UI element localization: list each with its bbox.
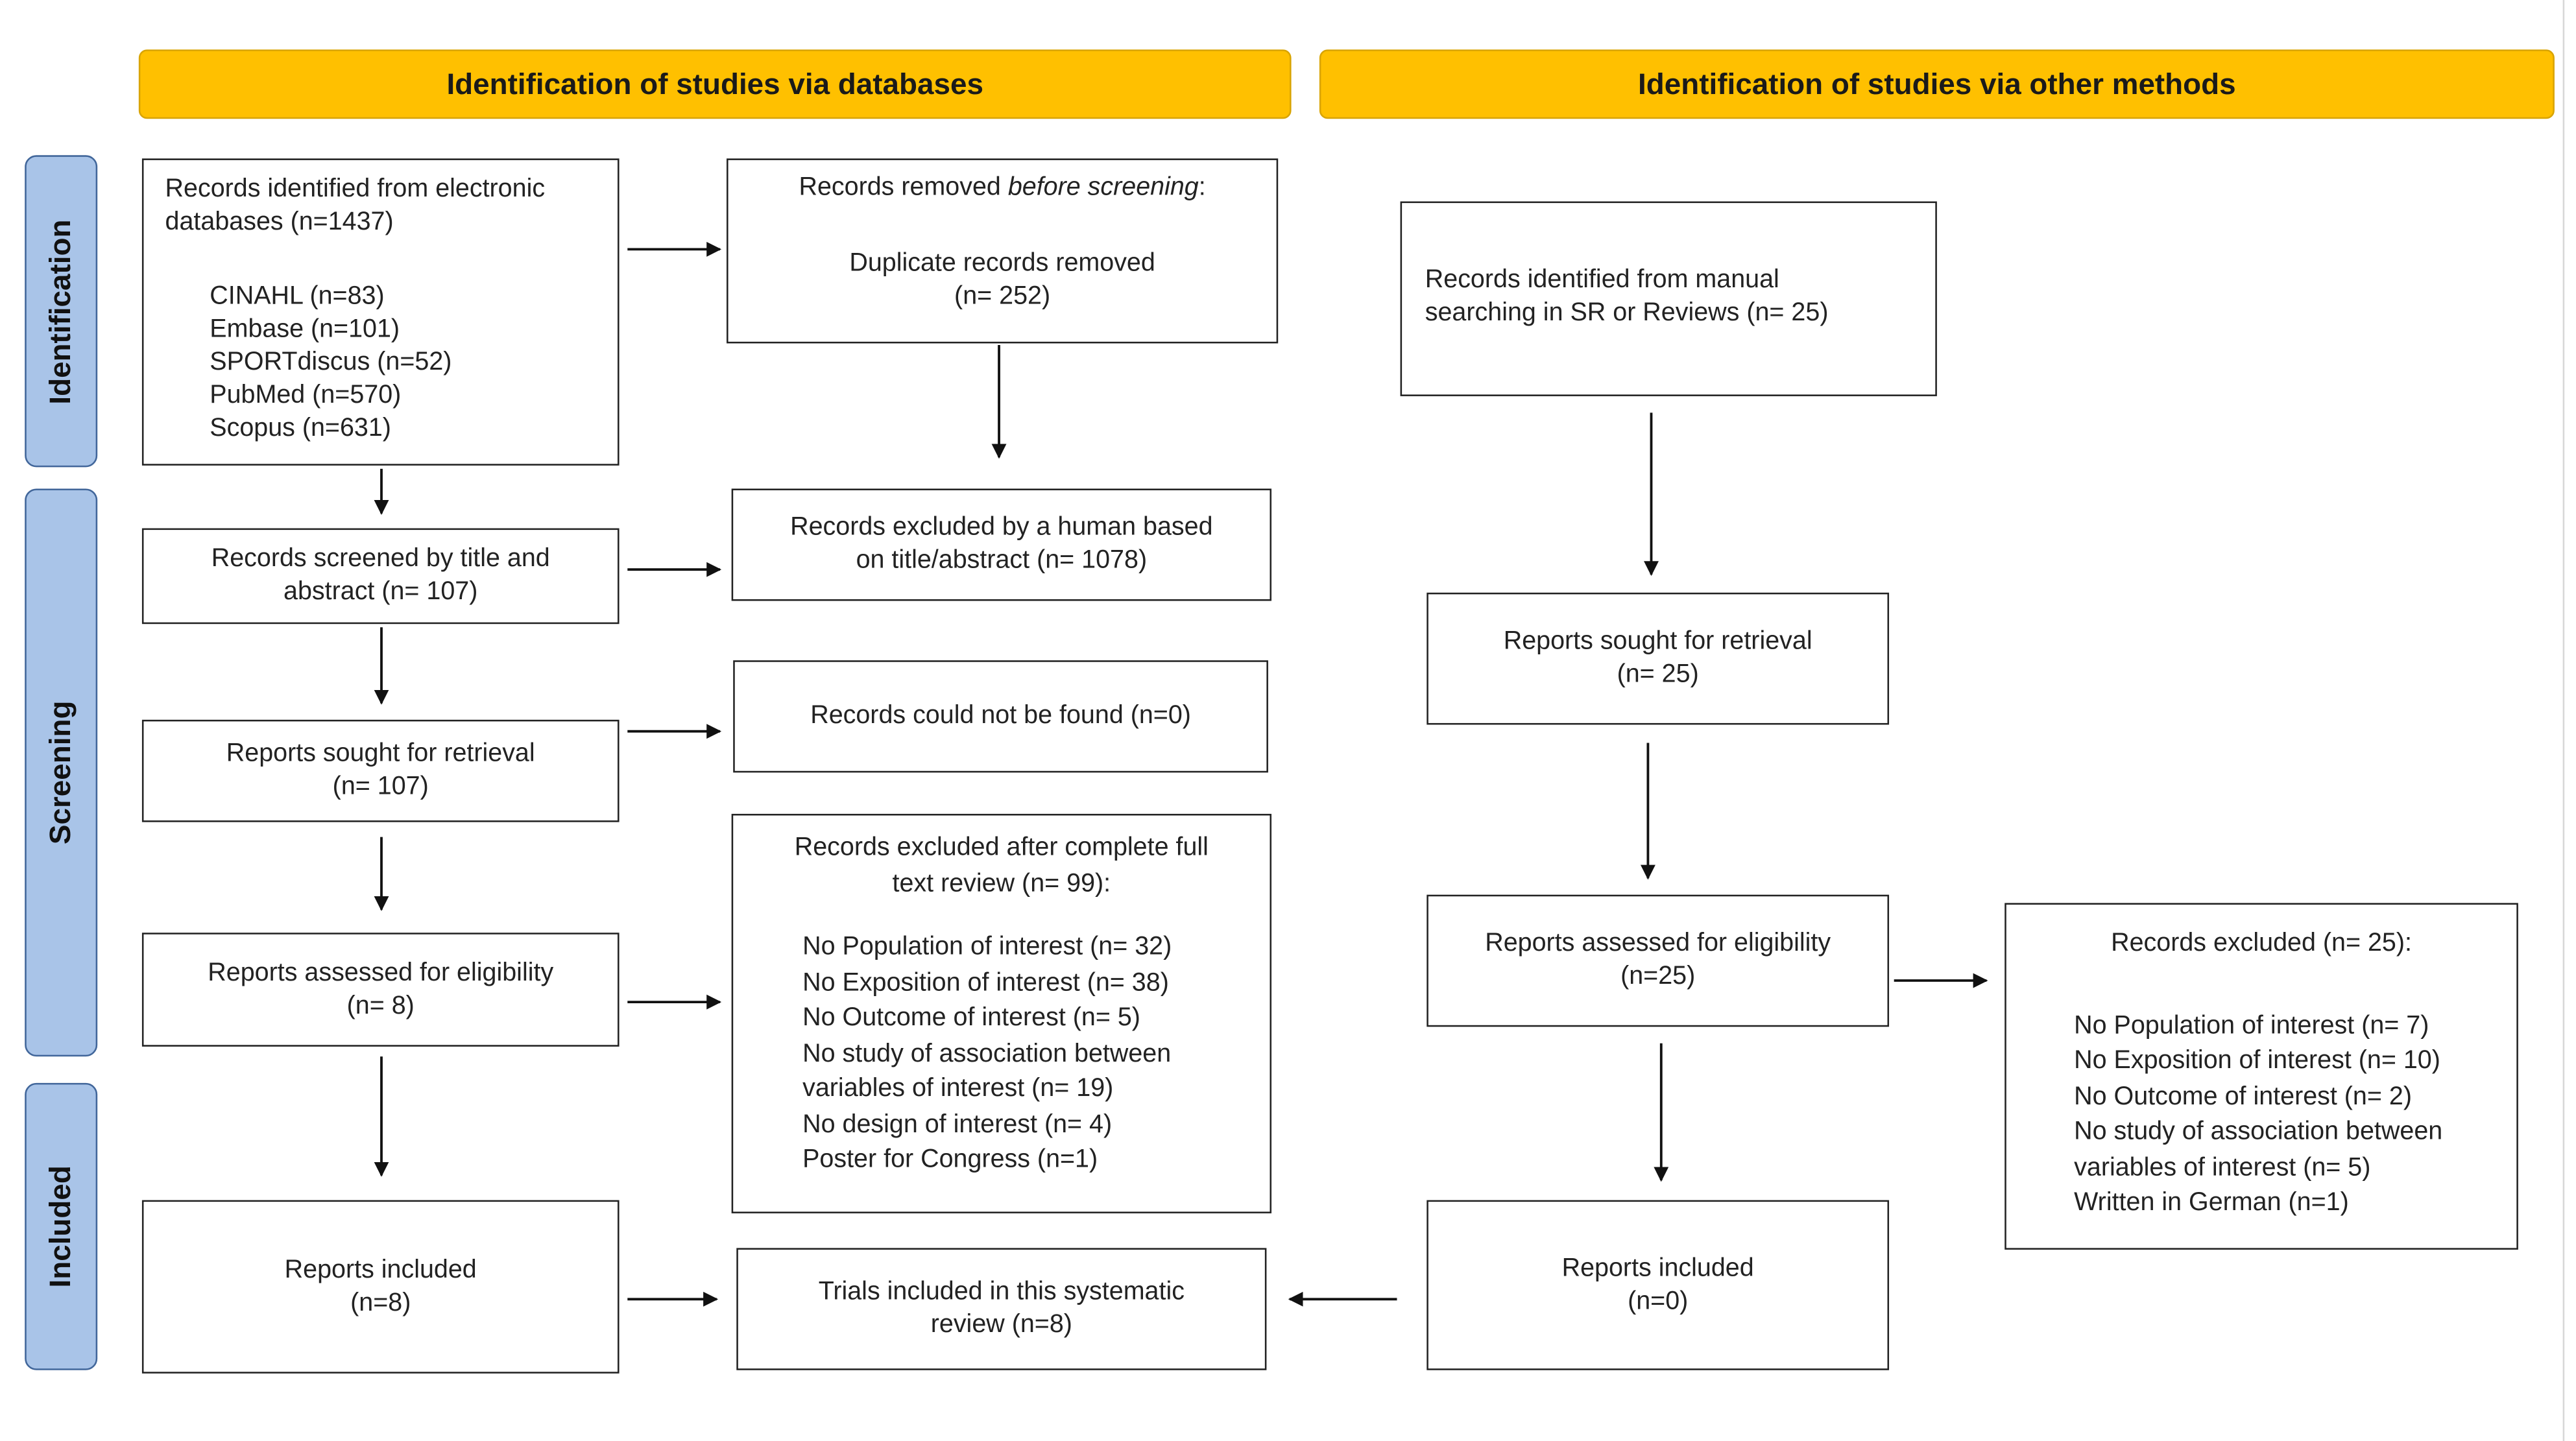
stage-identification: Identification [25, 155, 98, 468]
assessed-db-line1: Reports assessed for eligibility [208, 958, 554, 986]
excluded-full-line1: Records excluded after complete full [794, 833, 1209, 862]
excluded-other-reason: Written in German (n=1) [2074, 1188, 2349, 1217]
db-source-cinahl: CINAHL (n=83) [210, 282, 385, 311]
db-source-scopus: Scopus (n=631) [210, 414, 391, 443]
removed-line3: (n= 252) [954, 282, 1051, 311]
box-excluded-full: Records excluded after complete full tex… [731, 813, 1272, 1213]
box-db-identified: Records identified from electronic datab… [141, 158, 620, 466]
stage-screening: Screening [25, 488, 98, 1057]
box-manual-search: Records identified from manual searching… [1400, 201, 1937, 396]
removed-line1: Records removed before screening: [799, 173, 1206, 202]
screened-line1: Records screened by title and [211, 545, 550, 573]
excluded-other-reason: No study of association between [2074, 1117, 2443, 1146]
excluded-full-reason: variables of interest (n= 19) [802, 1075, 1114, 1103]
excluded-full-reason: No Outcome of interest (n= 5) [802, 1003, 1140, 1032]
included-db-line2: (n=8) [350, 1288, 411, 1317]
box-excluded-title: Records excluded by a human based on tit… [731, 488, 1272, 601]
not-found-line1: Records could not be found (n=0) [810, 701, 1191, 730]
excluded-full-reason: No Exposition of interest (n= 38) [802, 968, 1169, 997]
db-identified-line2: databases (n=1437) [165, 208, 394, 237]
excluded-title-line1: Records excluded by a human based [790, 513, 1213, 542]
box-screened: Records screened by title and abstract (… [141, 528, 620, 625]
sought-db-line2: (n= 107) [332, 772, 429, 801]
box-sought-other: Reports sought for retrieval (n= 25) [1426, 592, 1890, 725]
manual-line1: Records identified from manual [1425, 265, 1779, 294]
box-assessed-db: Reports assessed for eligibility (n= 8) [141, 933, 620, 1047]
assessed-other-line2: (n=25) [1620, 962, 1696, 991]
excluded-other-reason: No Exposition of interest (n= 10) [2074, 1046, 2440, 1075]
sought-other-line2: (n= 25) [1617, 660, 1699, 689]
removed-line2: Duplicate records removed [849, 249, 1155, 278]
included-db-line1: Reports included [284, 1255, 477, 1284]
db-identified-line1: Records identified from electronic [165, 174, 546, 204]
included-other-line2: (n=0) [1628, 1287, 1689, 1315]
excluded-other-reason: variables of interest (n= 5) [2074, 1153, 2371, 1182]
excluded-full-reason: No Population of interest (n= 32) [802, 933, 1172, 961]
db-source-pubmed: PubMed (n=570) [210, 381, 402, 410]
assessed-db-line2: (n= 8) [346, 991, 415, 1019]
box-included-db: Reports included (n=8) [141, 1200, 620, 1374]
excluded-other-line1: Records excluded (n= 25): [2111, 929, 2412, 958]
box-assessed-other: Reports assessed for eligibility (n=25) [1426, 894, 1890, 1027]
stage-included: Included [25, 1082, 98, 1370]
screened-line2: abstract (n= 107) [283, 577, 478, 606]
sought-db-line1: Reports sought for retrieval [226, 739, 535, 768]
header-databases: Identification of studies via databases [138, 49, 1292, 119]
excluded-full-line2: text review (n= 99): [892, 869, 1111, 898]
header-other-methods: Identification of studies via other meth… [1319, 49, 2555, 119]
figure-right-edge [2562, 0, 2565, 1441]
box-records-removed: Records removed before screening: Duplic… [727, 158, 1279, 344]
trials-included-line1: Trials included in this systematic [818, 1278, 1185, 1306]
header-other-label: Identification of studies via other meth… [1638, 67, 2236, 101]
excluded-full-reason: Poster for Congress (n=1) [802, 1145, 1098, 1174]
box-trials-included: Trials included in this systematic revie… [736, 1248, 1267, 1370]
header-databases-label: Identification of studies via databases [446, 67, 983, 101]
assessed-other-line1: Reports assessed for eligibility [1485, 929, 1831, 958]
box-not-found: Records could not be found (n=0) [733, 660, 1268, 773]
excluded-full-reason: No design of interest (n= 4) [802, 1110, 1113, 1139]
manual-line2: searching in SR or Reviews (n= 25) [1425, 298, 1829, 328]
excluded-other-reason: No Outcome of interest (n= 2) [2074, 1082, 2412, 1110]
excluded-title-line2: on title/abstract (n= 1078) [856, 546, 1148, 575]
trials-included-line2: review (n=8) [930, 1311, 1072, 1339]
box-excluded-other: Records excluded (n= 25): No Population … [2004, 903, 2518, 1250]
db-source-sportdiscus: SPORTdiscus (n=52) [210, 348, 452, 377]
excluded-full-reason: No study of association between [802, 1039, 1172, 1067]
box-included-other: Reports included (n=0) [1426, 1200, 1890, 1370]
box-sought-db: Reports sought for retrieval (n= 107) [141, 719, 620, 822]
included-other-line1: Reports included [1561, 1254, 1754, 1282]
db-source-embase: Embase (n=101) [210, 315, 400, 344]
sought-other-line1: Reports sought for retrieval [1503, 627, 1812, 656]
excluded-other-reason: No Population of interest (n= 7) [2074, 1011, 2429, 1040]
